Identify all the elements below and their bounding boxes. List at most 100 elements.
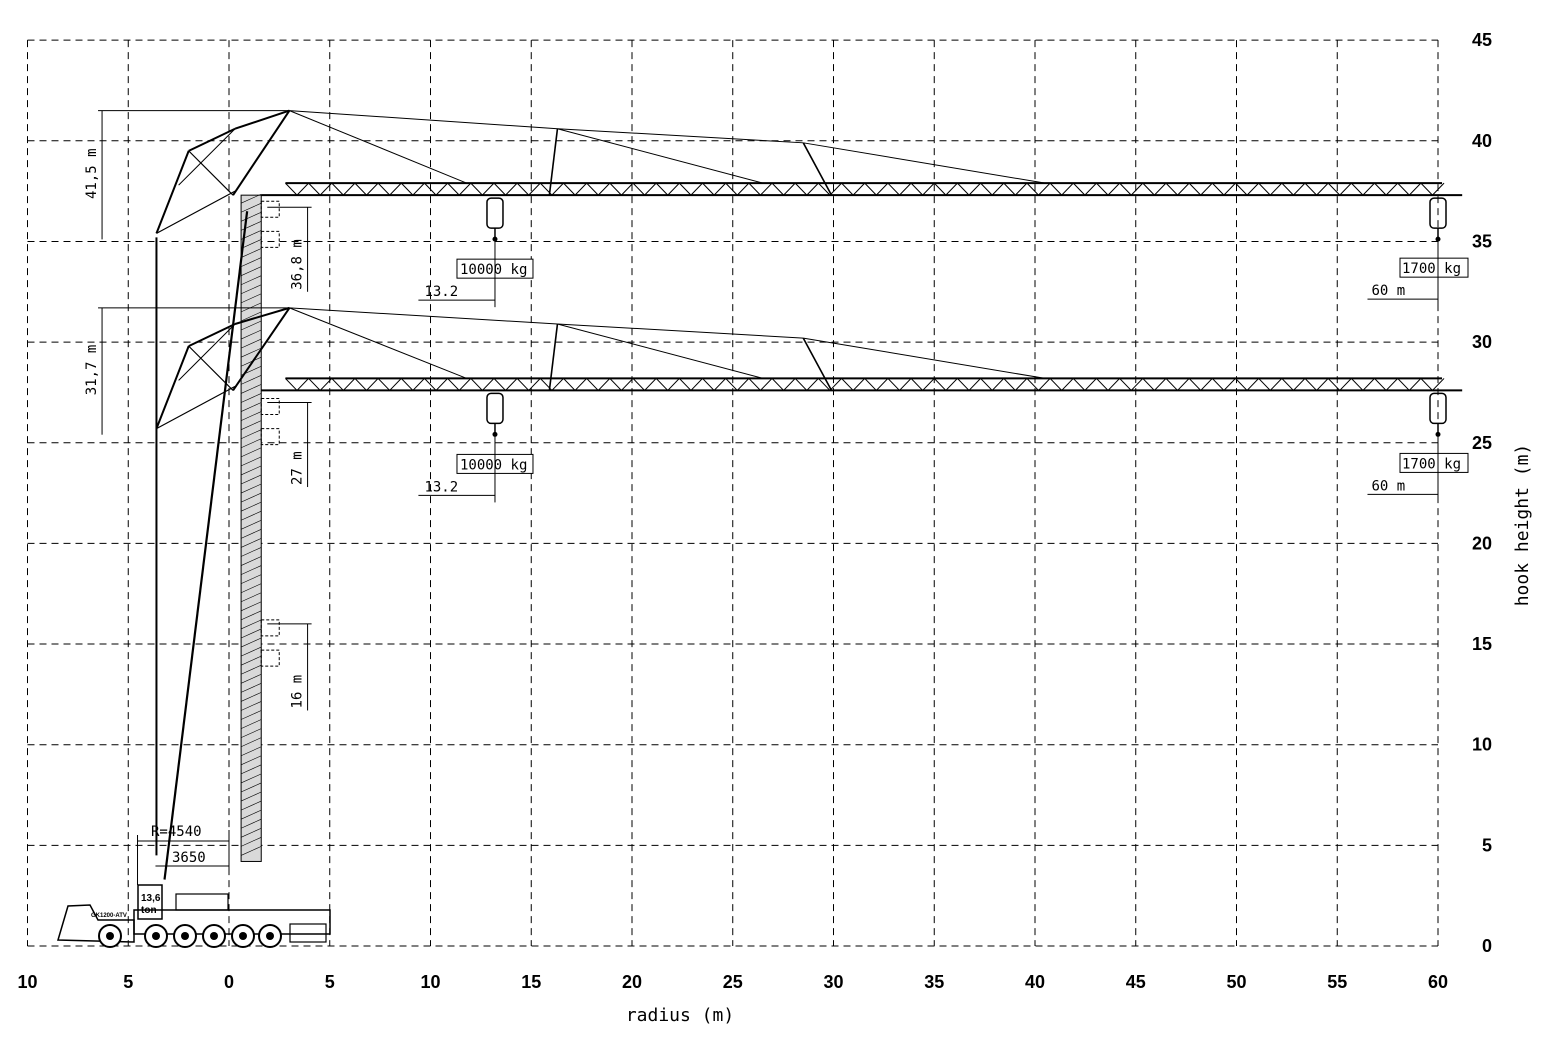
y-tick-label: 10 xyxy=(1472,735,1492,755)
mast-hatch xyxy=(240,692,262,702)
jib-lattice xyxy=(1350,378,1364,391)
climbing-frame xyxy=(260,200,280,218)
jib-lattice xyxy=(1107,378,1120,391)
config-2-far-radius-label: 60 m xyxy=(1372,478,1406,494)
jib-lattice xyxy=(342,378,356,391)
mast-hatch xyxy=(240,773,262,784)
jib-lattice xyxy=(470,378,483,391)
jib-lattice xyxy=(968,378,981,391)
jib-lattice xyxy=(342,182,356,196)
jib-lattice xyxy=(1385,378,1399,391)
jib-lattice xyxy=(1142,182,1155,196)
jib-lattice xyxy=(1258,182,1271,196)
mast-hatch xyxy=(240,592,262,603)
jib-lattice xyxy=(1304,182,1317,196)
x-tick-label: 10 xyxy=(17,972,37,992)
jib-lattice xyxy=(1235,378,1248,391)
mast-hatch xyxy=(240,483,262,494)
x-tick-label: 25 xyxy=(723,972,743,992)
config-2-far-load-label: 1700 kg xyxy=(1402,456,1461,472)
mast-hatch xyxy=(240,438,262,449)
jib-lattice xyxy=(551,378,564,391)
vehicle-body xyxy=(57,884,331,948)
jib-lattice xyxy=(528,182,541,196)
a-frame-brace xyxy=(156,385,236,430)
jib-lattice xyxy=(1177,378,1190,391)
jib-lattice xyxy=(1385,182,1399,196)
jib-lattice xyxy=(1026,378,1039,391)
mast-hatch xyxy=(240,664,262,675)
mast-hatch xyxy=(240,737,262,747)
config-1-near-radius-label: 13.2 xyxy=(424,284,458,300)
jib-lattice xyxy=(1269,378,1283,391)
mast-hatch xyxy=(240,637,262,648)
a-frame-rear xyxy=(155,345,190,430)
jib-lattice xyxy=(597,182,611,196)
jib-lattice xyxy=(1432,378,1445,391)
jib-lattice xyxy=(806,378,819,391)
jib-lattice xyxy=(285,378,298,391)
mast-hatch xyxy=(240,257,262,267)
wheel-hub xyxy=(266,932,274,940)
x-tick-label: 30 xyxy=(823,972,843,992)
mast-hatch xyxy=(240,393,262,403)
jib-lattice xyxy=(1096,182,1109,196)
mast-hatch xyxy=(240,746,262,757)
jib-lattice xyxy=(516,378,530,391)
jib-lattice xyxy=(1408,378,1422,391)
mast-hatch xyxy=(240,266,262,276)
jib-lattice xyxy=(794,378,808,391)
mast-hatch xyxy=(240,655,262,666)
jib-lattice xyxy=(702,182,715,196)
jib-lattice xyxy=(980,378,993,391)
mobile-crane-base: R=4540 3650 13,6 ton GK1200-ATV xyxy=(57,824,331,948)
counterweight-unit: ton xyxy=(141,905,157,916)
jib-lattice xyxy=(1154,182,1167,196)
mast-hatch xyxy=(240,456,262,467)
mast-hatch xyxy=(240,302,262,313)
jib-lattice xyxy=(991,378,1005,391)
jib-lattice xyxy=(354,378,367,391)
jib-lattice xyxy=(690,182,703,196)
jib-lattice xyxy=(296,182,309,196)
jib-lattice xyxy=(412,378,425,391)
mast-hatch xyxy=(240,547,262,557)
jib-lattice xyxy=(1107,182,1120,196)
rear-radius-label: R=4540 xyxy=(151,824,202,840)
jib-lattice xyxy=(1119,182,1132,196)
x-tick-label: 5 xyxy=(325,972,335,992)
jib-lattice xyxy=(829,182,842,196)
x-tick-label: 45 xyxy=(1126,972,1146,992)
jib-lattice xyxy=(818,182,831,196)
jib-lattice xyxy=(1003,378,1016,391)
mast-hatch xyxy=(240,701,262,711)
jib-lattice xyxy=(1235,182,1248,196)
suspension-stay xyxy=(557,128,764,184)
jib-lattice xyxy=(702,378,715,391)
jib-lattice xyxy=(493,182,506,196)
vehicle-label: GK1200-ATV xyxy=(91,913,127,919)
y-tick-label: 40 xyxy=(1472,131,1492,151)
jib-lattice xyxy=(667,378,680,391)
mast-hatch xyxy=(240,519,262,530)
jib-lattice xyxy=(586,182,599,196)
jib-lattice xyxy=(609,378,622,391)
suspension-stay xyxy=(557,323,764,379)
mast-hatch xyxy=(240,248,262,258)
a-frame-rear xyxy=(188,323,236,348)
x-tick-label: 60 xyxy=(1428,972,1448,992)
jib-lattice xyxy=(331,182,344,196)
vehicle-cab xyxy=(57,904,135,943)
suspension-stay xyxy=(803,142,1046,184)
jib-lattice xyxy=(875,378,889,391)
mast-hatch xyxy=(240,384,262,394)
y-tick-label: 45 xyxy=(1472,30,1492,50)
mast-hatch xyxy=(240,800,262,811)
jib-lattice xyxy=(667,182,680,196)
jib-lattice xyxy=(1049,182,1063,196)
jib-lattice xyxy=(1327,182,1341,196)
jib-lattice xyxy=(505,182,518,196)
